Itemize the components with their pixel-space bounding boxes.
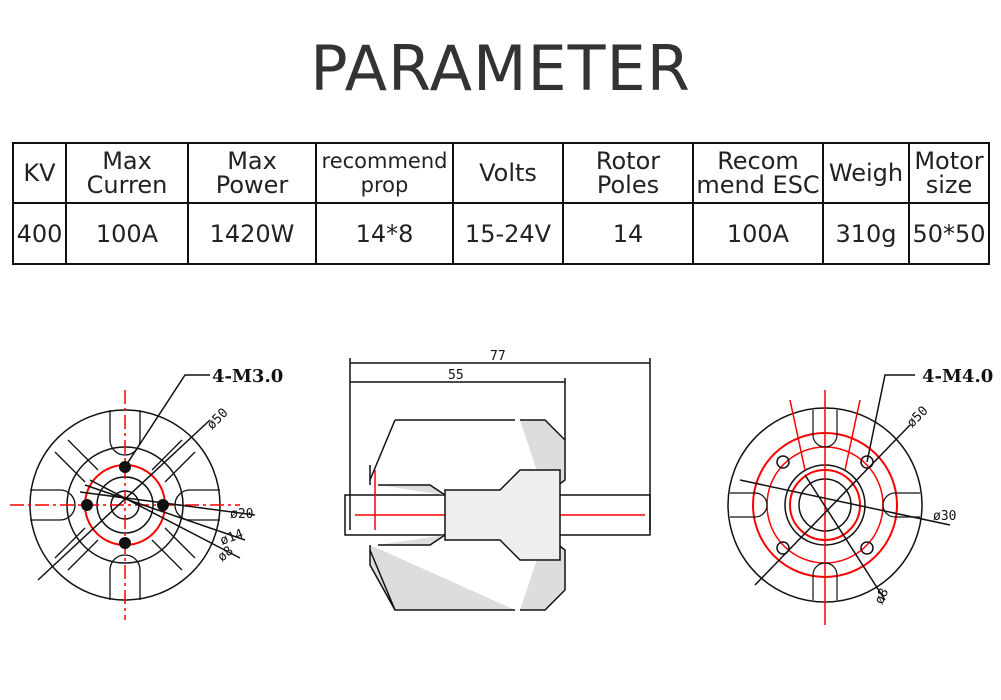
side-dim-55: 55: [448, 368, 464, 383]
value-cell: 15-24V: [452, 202, 564, 265]
back-view-drawing: [727, 374, 951, 625]
back-thread-label: 4-M4.0: [922, 366, 993, 387]
front-view-drawing: [10, 374, 256, 620]
back-dim-30: ø30: [933, 509, 956, 524]
value-cell: 310g: [822, 202, 910, 265]
value-cell: 50*50: [908, 202, 990, 265]
header-cell: KV: [12, 142, 67, 204]
front-dim-20: ø20: [230, 507, 253, 522]
back-dim-8: ø8: [872, 586, 892, 607]
header-cell: Recom mend ESC: [692, 142, 824, 204]
value-cell: 100A: [692, 202, 824, 265]
header-cell: Max Curren: [65, 142, 189, 204]
front-dim-14: ø14: [218, 527, 245, 549]
table-header-row: KV Max Curren Max Power recommend prop V…: [12, 142, 990, 204]
side-dim-77: 77: [490, 349, 506, 364]
front-thread-label: 4-M3.0: [212, 366, 283, 387]
header-cell: recommend prop: [315, 142, 454, 204]
header-cell: Max Power: [187, 142, 317, 204]
front-dim-50: ø50: [204, 406, 231, 433]
page-title: PARAMETER: [310, 32, 691, 105]
parameter-table: KV Max Curren Max Power recommend prop V…: [12, 142, 990, 265]
value-cell: 1420W: [187, 202, 317, 265]
table-row: 400 100A 1420W 14*8 15-24V 14 100A 310g …: [12, 202, 990, 265]
value-cell: 100A: [65, 202, 189, 265]
value-cell: 400: [12, 202, 67, 265]
value-cell: 14: [562, 202, 694, 265]
side-view-drawing: [344, 358, 651, 611]
value-cell: 14*8: [315, 202, 454, 265]
header-cell: Rotor Poles: [562, 142, 694, 204]
header-cell: Weigh: [822, 142, 910, 204]
header-cell: Motor size: [908, 142, 990, 204]
header-cell: Volts: [452, 142, 564, 204]
